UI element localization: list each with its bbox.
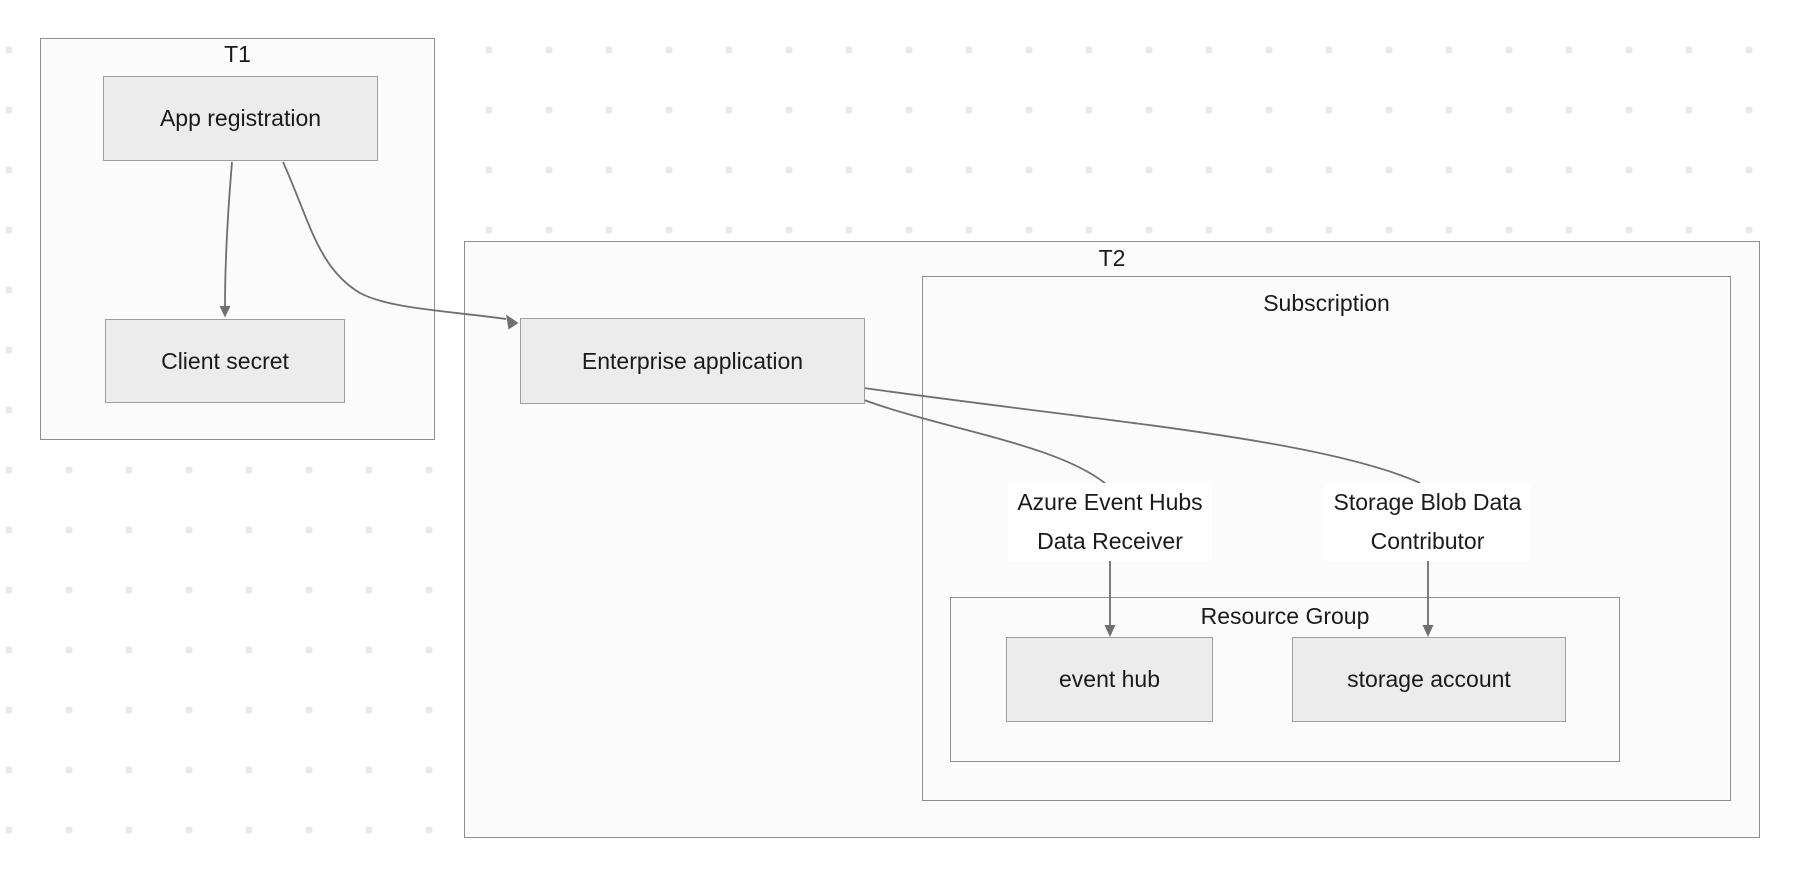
node-enterprise-application-label: Enterprise application (581, 347, 804, 374)
cluster-t2-title: T2 (1098, 245, 1126, 271)
edge-label-line: Azure Event Hubs (1017, 489, 1203, 515)
node-app-registration-label: App registration (159, 105, 322, 131)
cluster-subscription-title: Subscription (1263, 290, 1390, 316)
node-storage-account[interactable]: storage account (1292, 637, 1566, 722)
node-enterprise-application[interactable]: Enterprise application (520, 318, 865, 404)
cluster-resource-group-title: Resource Group (1200, 603, 1370, 629)
node-client-secret[interactable]: Client secret (105, 319, 345, 403)
node-app-registration[interactable]: App registration (103, 76, 378, 161)
edge-label-azure-event-hubs-data-receiver: Azure Event Hubs Data Receiver (1008, 483, 1212, 561)
node-storage-account-label: storage account (1347, 666, 1511, 692)
node-event-hub[interactable]: event hub (1006, 637, 1213, 722)
node-event-hub-label: event hub (1058, 666, 1161, 692)
edge-label-storage-blob-data-contributor: Storage Blob Data Contributor (1325, 483, 1530, 561)
edge-label-line: Storage Blob Data (1333, 489, 1522, 515)
edge-label-line: Data Receiver (1037, 528, 1183, 554)
edge-label-line: Contributor (1370, 528, 1485, 554)
cluster-t1-title: T1 (224, 41, 251, 67)
node-client-secret-label: Client secret (161, 347, 289, 374)
